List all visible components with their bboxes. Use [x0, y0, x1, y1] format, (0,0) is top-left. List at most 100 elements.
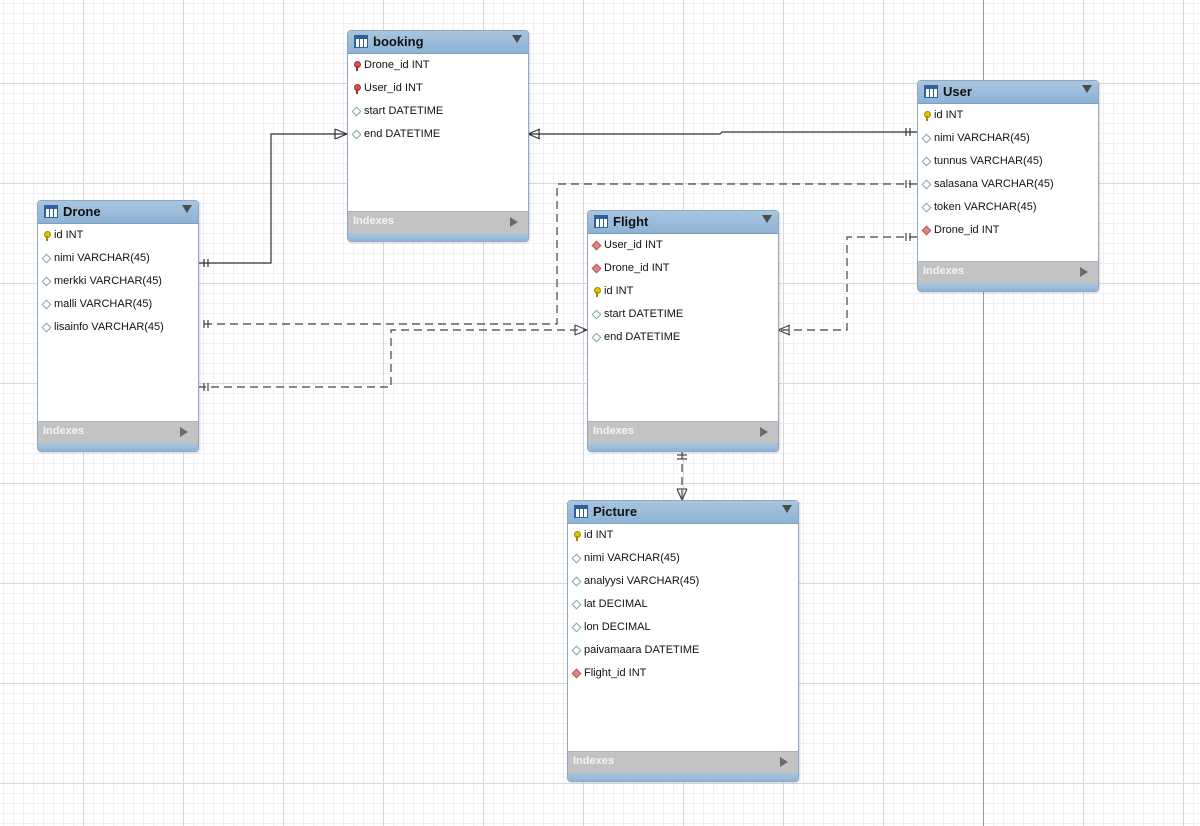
column-list: id INT nimi VARCHAR(45) tunnus VARCHAR(4…: [918, 104, 1098, 242]
footer-strip: [588, 443, 778, 451]
column-row[interactable]: salasana VARCHAR(45): [918, 173, 1098, 196]
column-row[interactable]: id INT: [38, 224, 198, 247]
indexes-label: Indexes: [573, 755, 614, 767]
indexes-label: Indexes: [923, 265, 964, 277]
column-label: User_id INT: [364, 82, 423, 94]
relationship-user-flight[interactable]: [777, 233, 917, 336]
column-row[interactable]: id INT: [588, 280, 778, 303]
entity-drone[interactable]: Drone id INT nimi VARCHAR(45) merkki VAR…: [37, 200, 199, 452]
column-row[interactable]: nimi VARCHAR(45): [38, 247, 198, 270]
entity-footer: Indexes: [348, 211, 528, 241]
column-label: start DATETIME: [604, 308, 684, 320]
column-diamond-icon: [592, 310, 600, 319]
expand-arrow-icon[interactable]: [510, 217, 518, 227]
entity-header[interactable]: User: [918, 81, 1098, 104]
collapse-arrow-icon[interactable]: [1082, 85, 1092, 93]
entity-header[interactable]: booking: [348, 31, 528, 54]
column-row[interactable]: paivamaara DATETIME: [568, 639, 798, 662]
column-row[interactable]: lat DECIMAL: [568, 593, 798, 616]
column-diamond-icon: [922, 180, 930, 189]
column-row[interactable]: Drone_id INT: [348, 54, 528, 77]
column-row[interactable]: end DATETIME: [348, 123, 528, 146]
column-label: nimi VARCHAR(45): [54, 252, 150, 264]
collapse-arrow-icon[interactable]: [782, 505, 792, 513]
entity-title: Drone: [63, 204, 101, 219]
column-label: malli VARCHAR(45): [54, 298, 153, 310]
column-label: analyysi VARCHAR(45): [584, 575, 700, 587]
column-row[interactable]: Drone_id INT: [918, 219, 1098, 242]
indexes-section[interactable]: Indexes: [588, 421, 778, 443]
relationship-user-booking[interactable]: [527, 128, 917, 140]
column-row[interactable]: Flight_id INT: [568, 662, 798, 685]
expand-arrow-icon[interactable]: [760, 427, 768, 437]
column-row[interactable]: start DATETIME: [588, 303, 778, 326]
column-label: start DATETIME: [364, 105, 444, 117]
column-row[interactable]: lisainfo VARCHAR(45): [38, 316, 198, 339]
entity-title: Flight: [613, 214, 649, 229]
column-row[interactable]: malli VARCHAR(45): [38, 293, 198, 316]
column-label: tunnus VARCHAR(45): [934, 155, 1043, 167]
column-label: paivamaara DATETIME: [584, 644, 700, 656]
column-row[interactable]: analyysi VARCHAR(45): [568, 570, 798, 593]
column-row[interactable]: User_id INT: [348, 77, 528, 100]
table-icon: [924, 85, 938, 98]
relationship-user-drone[interactable]: [198, 180, 917, 328]
column-label: id INT: [54, 229, 84, 241]
column-diamond-icon: [922, 203, 930, 212]
foreign-key-diamond-icon: [592, 264, 600, 273]
entity-user[interactable]: User id INT nimi VARCHAR(45) tunnus VARC…: [917, 80, 1099, 292]
column-label: merkki VARCHAR(45): [54, 275, 162, 287]
column-label: token VARCHAR(45): [934, 201, 1037, 213]
column-row[interactable]: end DATETIME: [588, 326, 778, 349]
indexes-section[interactable]: Indexes: [38, 421, 198, 443]
relationship-drone-flight[interactable]: [198, 324, 588, 391]
table-icon: [574, 505, 588, 518]
column-diamond-icon: [572, 600, 580, 609]
collapse-arrow-icon[interactable]: [182, 205, 192, 213]
entity-title: User: [943, 84, 972, 99]
indexes-label: Indexes: [43, 425, 84, 437]
relationship-flight-picture[interactable]: [676, 451, 688, 501]
column-row[interactable]: nimi VARCHAR(45): [918, 127, 1098, 150]
entity-picture[interactable]: Picture id INT nimi VARCHAR(45) analyysi…: [567, 500, 799, 782]
expand-arrow-icon[interactable]: [180, 427, 188, 437]
indexes-section[interactable]: Indexes: [568, 751, 798, 773]
column-row[interactable]: nimi VARCHAR(45): [568, 547, 798, 570]
column-row[interactable]: User_id INT: [588, 234, 778, 257]
entity-flight[interactable]: Flight User_id INT Drone_id INT id INT s…: [587, 210, 779, 452]
collapse-arrow-icon[interactable]: [512, 35, 522, 43]
column-row[interactable]: token VARCHAR(45): [918, 196, 1098, 219]
primary-key-icon: [922, 111, 931, 121]
entity-header[interactable]: Picture: [568, 501, 798, 524]
entity-booking[interactable]: booking Drone_id INT User_id INT start D…: [347, 30, 529, 242]
expand-arrow-icon[interactable]: [1080, 267, 1088, 277]
column-row[interactable]: merkki VARCHAR(45): [38, 270, 198, 293]
table-icon: [44, 205, 58, 218]
entity-footer: Indexes: [588, 421, 778, 451]
footer-strip: [38, 443, 198, 451]
foreign-key-icon: [352, 84, 361, 94]
column-row[interactable]: Drone_id INT: [588, 257, 778, 280]
column-row[interactable]: lon DECIMAL: [568, 616, 798, 639]
column-list: User_id INT Drone_id INT id INT start DA…: [588, 234, 778, 349]
indexes-section[interactable]: Indexes: [348, 211, 528, 233]
footer-strip: [918, 283, 1098, 291]
column-row[interactable]: start DATETIME: [348, 100, 528, 123]
column-row[interactable]: id INT: [568, 524, 798, 547]
collapse-arrow-icon[interactable]: [762, 215, 772, 223]
relationship-drone-booking[interactable]: [198, 128, 348, 267]
column-row[interactable]: tunnus VARCHAR(45): [918, 150, 1098, 173]
column-diamond-icon: [592, 333, 600, 342]
entity-footer: Indexes: [918, 261, 1098, 291]
column-label: Drone_id INT: [364, 59, 430, 71]
entity-header[interactable]: Flight: [588, 211, 778, 234]
entity-header[interactable]: Drone: [38, 201, 198, 224]
column-diamond-icon: [42, 323, 50, 332]
column-label: Flight_id INT: [584, 667, 647, 679]
expand-arrow-icon[interactable]: [780, 757, 788, 767]
column-row[interactable]: id INT: [918, 104, 1098, 127]
page-boundary-line: [983, 0, 984, 826]
column-diamond-icon: [922, 157, 930, 166]
indexes-section[interactable]: Indexes: [918, 261, 1098, 283]
